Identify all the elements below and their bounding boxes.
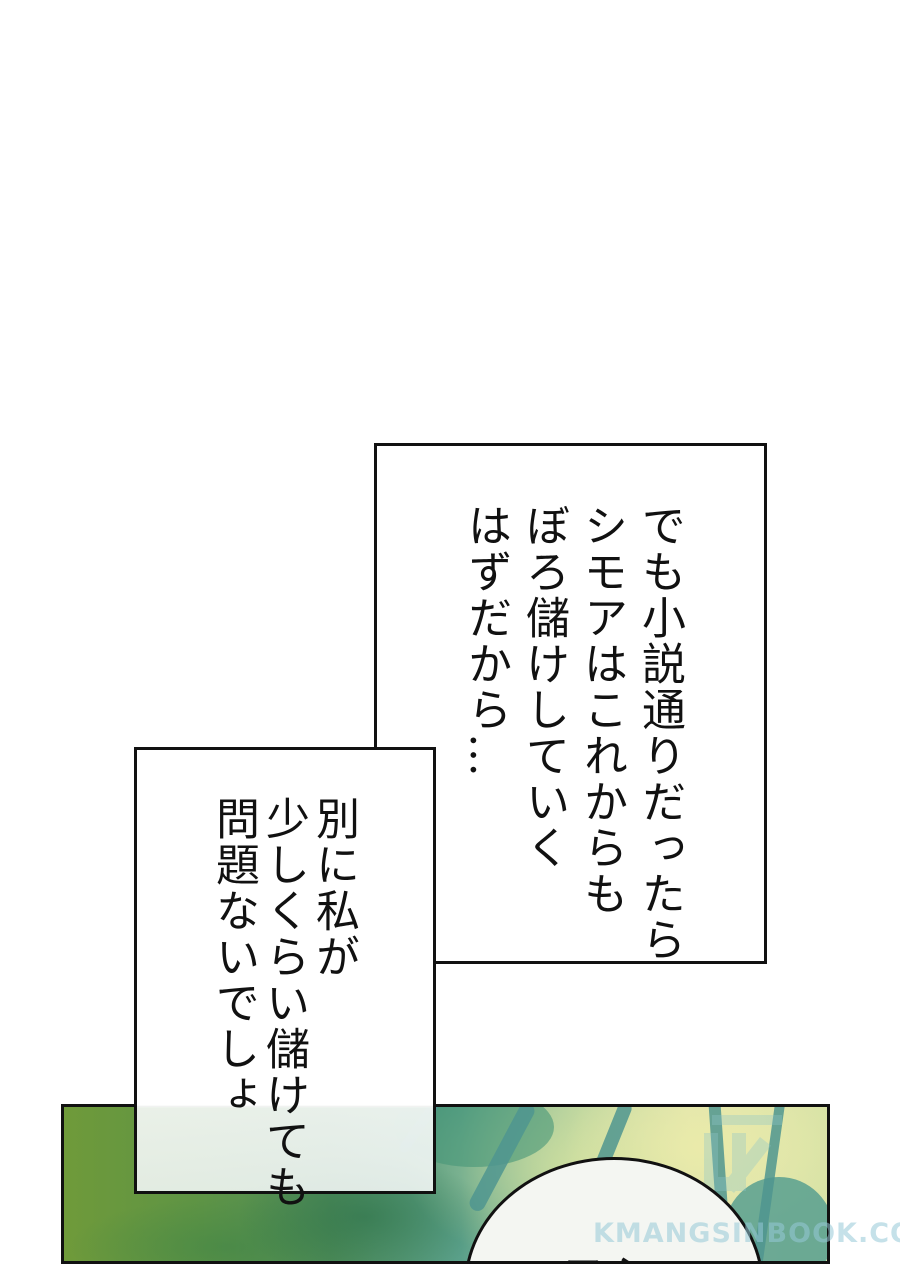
caption-box-upper bbox=[374, 443, 767, 964]
caption-line: 少しくらい儲けても bbox=[258, 796, 309, 1210]
caption-line: はずだから… bbox=[460, 503, 511, 779]
caption-line: でも小説通りだったら bbox=[634, 503, 685, 963]
watermark-logo-icon bbox=[704, 1115, 784, 1205]
watermark-url: KMANGSINBOOK.COM bbox=[593, 1218, 900, 1249]
caption-box-joint bbox=[371, 750, 377, 961]
caption-box-joint bbox=[377, 750, 433, 961]
caption-line: 別に私が bbox=[308, 796, 359, 980]
caption-text-upper: でも小説通りだったら シモアはこれからも ぼろ儲けしていく はずだから… bbox=[456, 503, 688, 963]
caption-line: シモアはこれからも bbox=[576, 503, 627, 917]
caption-text-lower: 別に私が 少しくらい儲けても 問題ないでしょ bbox=[208, 796, 359, 1210]
caption-line: 問題ないでしょ bbox=[208, 796, 259, 1118]
caption-line: ぼろ儲けしていく bbox=[518, 503, 569, 871]
